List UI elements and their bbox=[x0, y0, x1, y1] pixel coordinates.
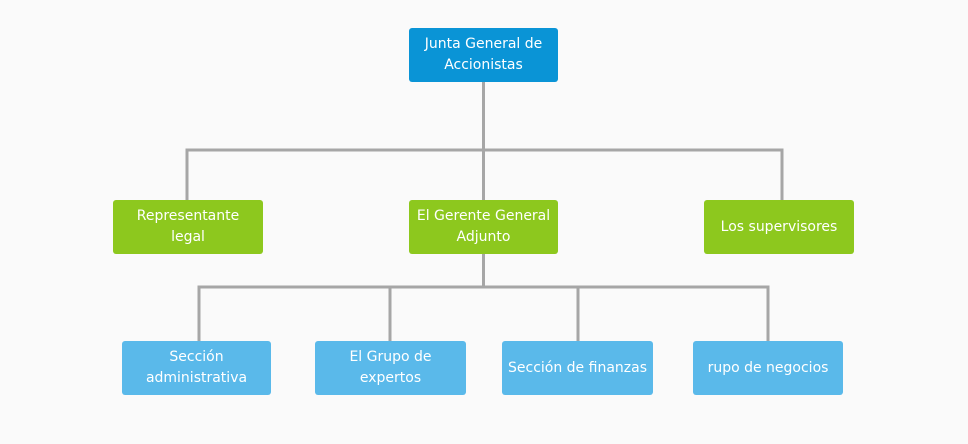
node-representante-legal-label: Representante legal bbox=[136, 208, 240, 245]
node-gerente-general: El Gerente General Adjunto bbox=[409, 200, 558, 254]
node-supervisores-label: Los supervisores bbox=[720, 218, 838, 235]
node-grupo-negocios: rupo de negocios bbox=[693, 341, 843, 395]
node-gerente-general-line2: Adjunto bbox=[456, 229, 511, 245]
node-supervisores: Los supervisores bbox=[704, 200, 854, 254]
node-gerente-general-line1: El Gerente General bbox=[416, 208, 551, 224]
node-seccion-administrativa-line2: administrativa bbox=[145, 370, 248, 386]
node-representante-legal: Representante legal bbox=[113, 200, 263, 254]
node-seccion-administrativa-line1: Sección bbox=[169, 349, 224, 365]
node-junta-general: Junta General de Accionistas bbox=[409, 28, 558, 82]
node-grupo-expertos-label: El Grupo de expertos bbox=[349, 349, 432, 386]
node-seccion-finanzas: Sección de finanzas bbox=[502, 341, 653, 395]
node-grupo-negocios-label: rupo de negocios bbox=[707, 359, 829, 376]
node-seccion-administrativa: Sección administrativa bbox=[122, 341, 271, 395]
connector-level3-bus bbox=[197, 285, 770, 341]
node-grupo-expertos: El Grupo de expertos bbox=[315, 341, 466, 395]
node-junta-general-line2: Accionistas bbox=[444, 57, 523, 73]
node-seccion-finanzas-label: Sección de finanzas bbox=[508, 359, 647, 376]
node-junta-general-line1: Junta General de bbox=[424, 36, 543, 52]
